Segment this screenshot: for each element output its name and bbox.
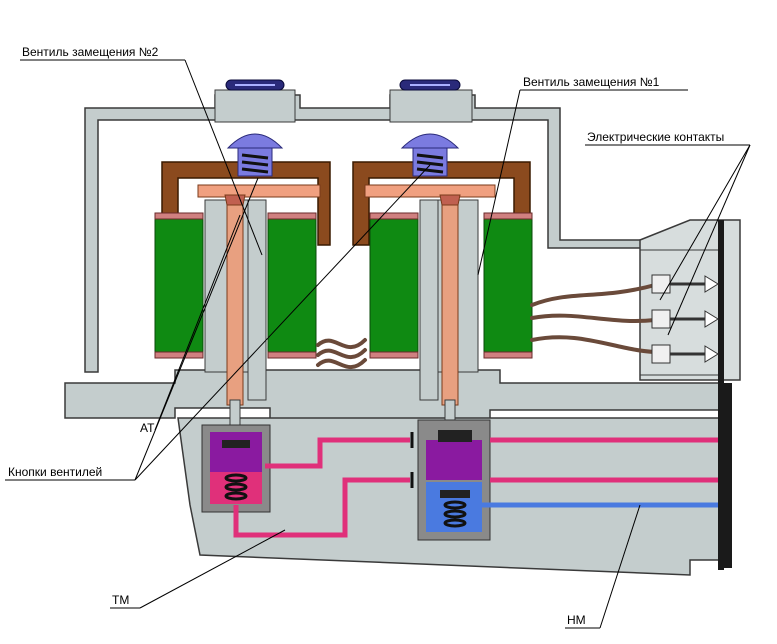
label-nm: НМ bbox=[567, 613, 586, 627]
wires bbox=[316, 283, 657, 370]
screw-housing-left bbox=[214, 89, 296, 123]
spring-icon bbox=[241, 153, 269, 174]
label-electrical-contacts: Электрические контакты bbox=[587, 130, 724, 144]
contact-panel bbox=[639, 219, 741, 570]
coil-right-b bbox=[483, 217, 533, 354]
armature-right bbox=[364, 184, 496, 198]
label-valve-1: Вентиль замещения №1 bbox=[523, 75, 660, 89]
label-at: АТ bbox=[140, 421, 155, 435]
contact-terminal-icon bbox=[651, 274, 719, 364]
leader-lines bbox=[5, 59, 751, 629]
screw-housing-right bbox=[389, 89, 473, 123]
yoke-right bbox=[352, 161, 531, 246]
base-plate bbox=[64, 369, 721, 421]
valve-2 bbox=[154, 79, 331, 451]
housing-frame bbox=[84, 94, 661, 373]
coil-right-a bbox=[369, 217, 419, 354]
coil-left-a bbox=[154, 217, 204, 354]
plunger-right bbox=[441, 204, 459, 406]
spring-icon bbox=[416, 153, 444, 174]
armature-left bbox=[197, 184, 321, 198]
coil-left-b bbox=[267, 217, 317, 354]
chamber-left bbox=[201, 424, 271, 513]
valve-1 bbox=[352, 79, 533, 431]
chamber-right bbox=[417, 419, 491, 541]
pipe-tm bbox=[233, 437, 718, 538]
label-valve-buttons: Кнопки вентилей bbox=[8, 465, 102, 479]
label-valve-2: Вентиль замещения №2 bbox=[22, 45, 159, 59]
label-tm: ТМ bbox=[112, 593, 129, 607]
